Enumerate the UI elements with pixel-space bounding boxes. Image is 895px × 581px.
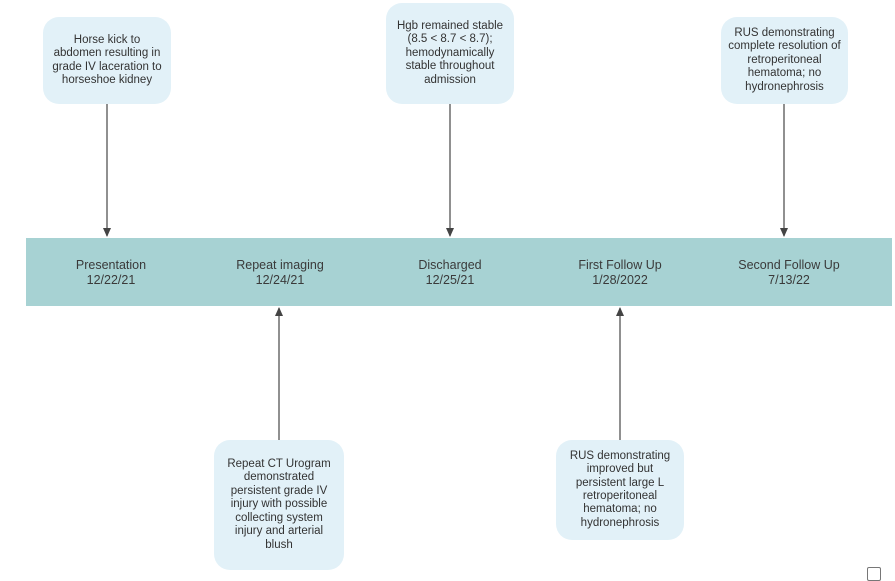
milestone-discharged: Discharged 12/25/21	[375, 258, 525, 288]
event-text: Horse kick to abdomen resulting in grade…	[52, 33, 162, 86]
event-text: RUS demonstrating complete resolution of…	[728, 26, 841, 93]
milestone-label: Second Follow Up	[738, 258, 840, 272]
milestone-label: Repeat imaging	[236, 258, 324, 272]
resize-handle-icon[interactable]	[867, 567, 881, 581]
milestone-label: Presentation	[75, 258, 147, 272]
milestone-label: First Follow Up	[578, 258, 662, 272]
event-text: RUS demonstrating improved but persisten…	[569, 449, 671, 529]
milestone-date: 12/22/21	[86, 273, 136, 287]
milestone-date: 7/13/22	[768, 273, 810, 287]
event-box-repeat-imaging: Repeat CT Urogram demonstrated persisten…	[214, 440, 344, 570]
event-text: Repeat CT Urogram demonstrated persisten…	[227, 458, 331, 551]
milestone-repeat-imaging: Repeat imaging 12/24/21	[205, 258, 355, 288]
event-text: Hgb remained stable (8.5 < 8.7 < 8.7); h…	[396, 19, 504, 86]
milestone-date: 12/25/21	[425, 273, 475, 287]
milestone-second-follow-up: Second Follow Up 7/13/22	[714, 258, 864, 288]
milestone-first-follow-up: First Follow Up 1/28/2022	[545, 258, 695, 288]
event-box-presentation: Horse kick to abdomen resulting in grade…	[43, 17, 171, 104]
event-box-discharged: Hgb remained stable (8.5 < 8.7 < 8.7); h…	[386, 3, 514, 104]
timeline-band	[26, 238, 892, 306]
milestone-date: 1/28/2022	[592, 273, 648, 287]
milestone-presentation: Presentation 12/22/21	[36, 258, 186, 288]
event-box-first-follow-up: RUS demonstrating improved but persisten…	[556, 440, 684, 540]
milestone-date: 12/24/21	[255, 273, 305, 287]
milestone-label: Discharged	[418, 258, 482, 272]
event-box-second-follow-up: RUS demonstrating complete resolution of…	[721, 17, 848, 104]
